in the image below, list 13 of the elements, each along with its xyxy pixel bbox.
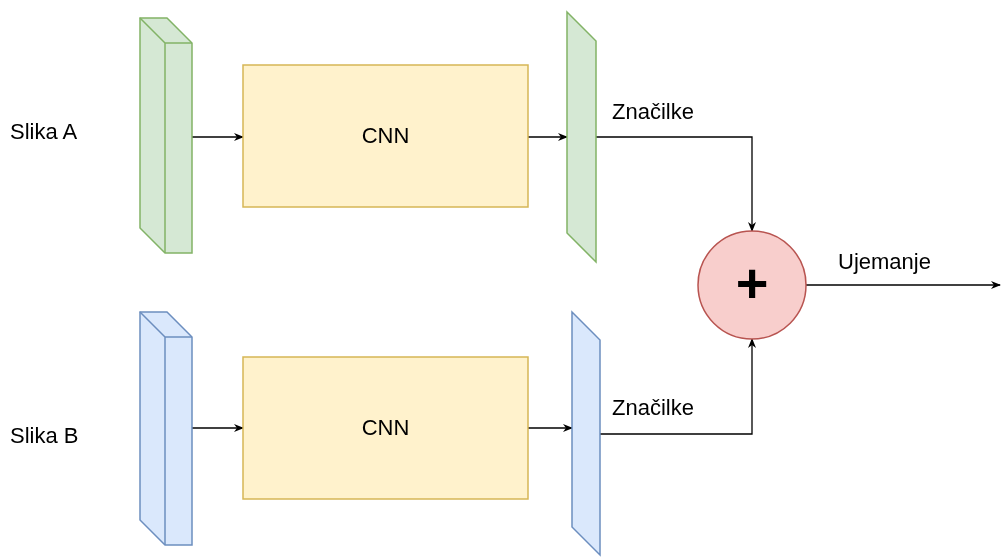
image-label: Slika A: [10, 119, 78, 145]
image-block: [140, 18, 192, 253]
feature-vector-shape: [572, 312, 600, 555]
feature-vector-shape: [567, 12, 596, 262]
image-label: Slika B: [10, 423, 79, 449]
process-box: [243, 357, 528, 499]
edge-label: Ujemanje: [838, 250, 931, 275]
process-box: [243, 65, 528, 207]
box-label: CNN: [361, 415, 410, 441]
plus-sign: +: [735, 255, 769, 311]
box-label: CNN: [361, 123, 410, 149]
sum-circle: [698, 231, 806, 339]
image-block: [140, 312, 192, 545]
